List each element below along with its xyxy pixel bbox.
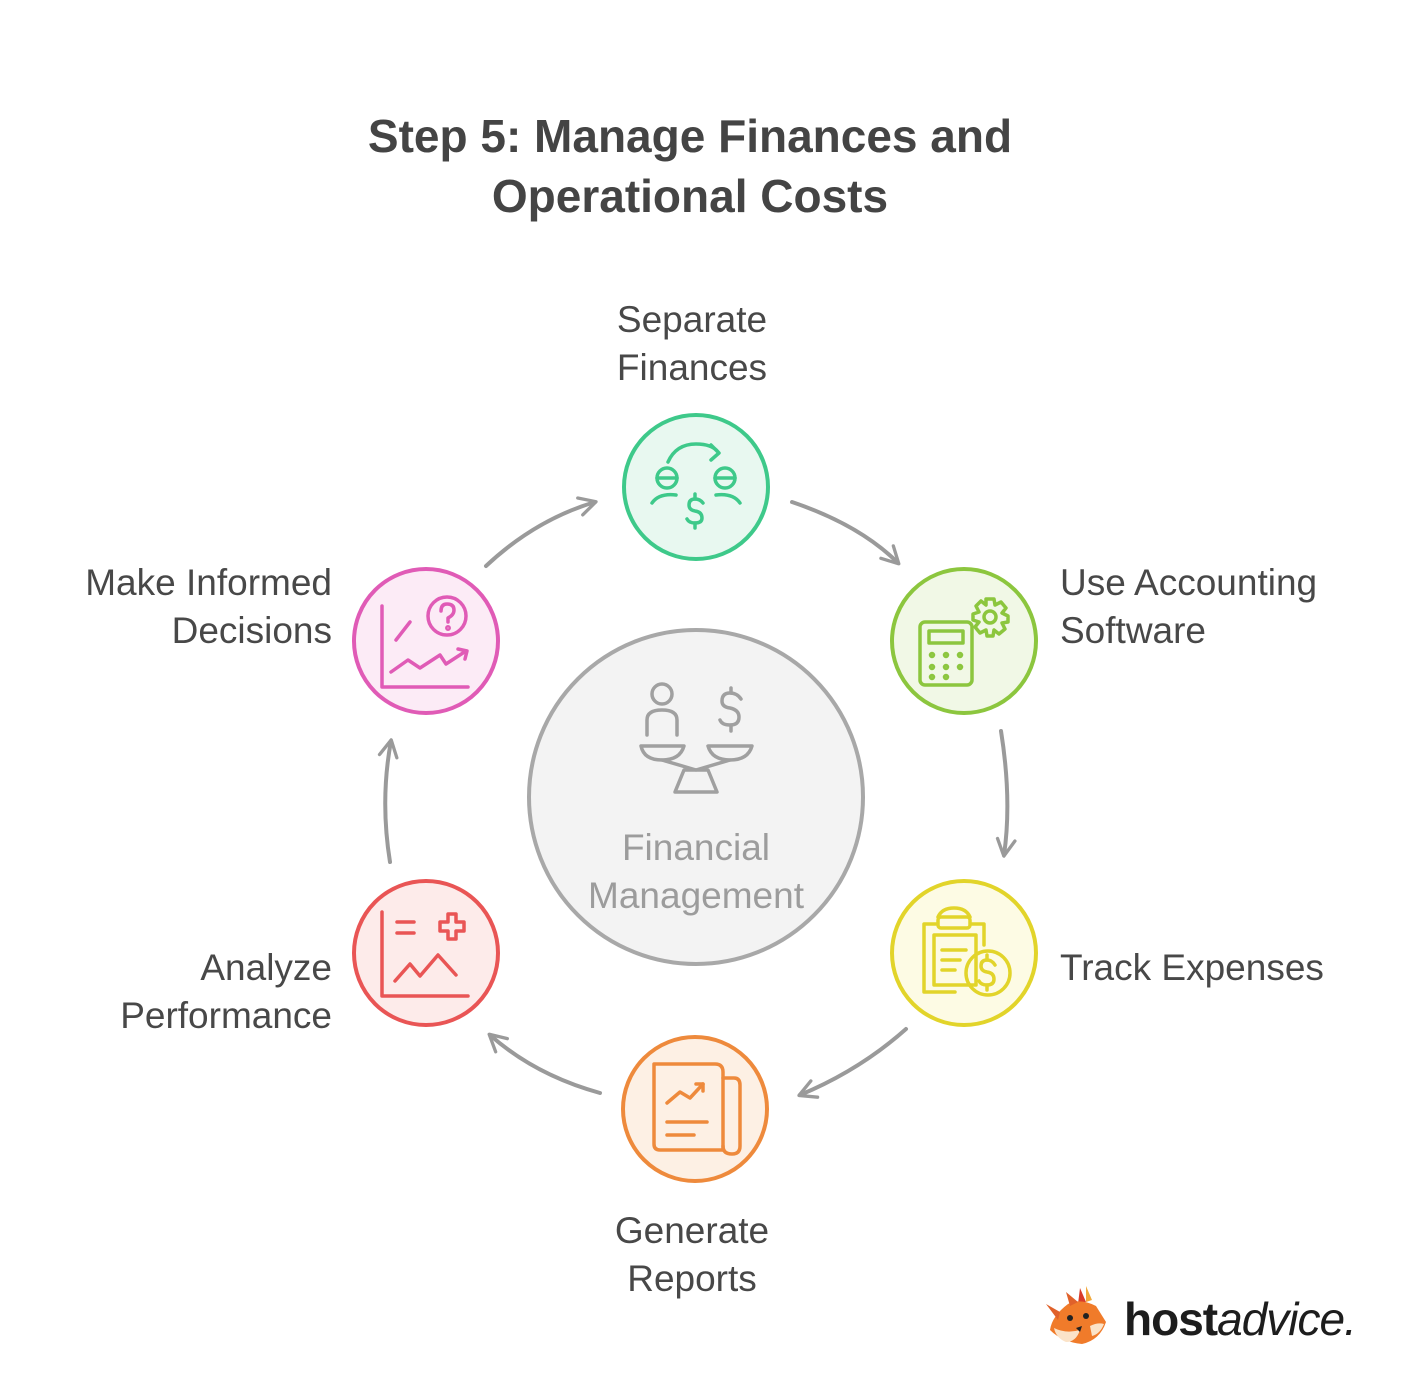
- arrow-performance-to-decisions: [377, 738, 399, 864]
- title-line-2: Operational Costs: [491, 170, 889, 222]
- chart-question-icon: [380, 595, 470, 689]
- label-accounting-line-2: Software: [1060, 610, 1207, 651]
- center-label-line-2: Management: [588, 875, 804, 916]
- people-money-transfer-icon: [650, 442, 742, 530]
- label-decisions-line-1: Make Informed: [85, 562, 332, 603]
- label-performance-line-1: Analyze: [200, 947, 332, 988]
- diagram-title: Step 5: Manage Finances and Operational …: [0, 106, 1380, 226]
- label-separate-line-1: Separate: [616, 299, 768, 340]
- arrow-accounting-to-expenses: [995, 729, 1017, 858]
- step-decisions-node: [352, 567, 500, 715]
- center-circle: [527, 628, 865, 966]
- title-line-1: Step 5: Manage Finances and: [367, 110, 1013, 162]
- arrow-decisions-to-separate: [484, 496, 598, 568]
- arrow-separate-to-accounting: [790, 500, 901, 566]
- label-use-accounting-software: Use Accounting Software: [1060, 559, 1400, 655]
- report-document-icon: [652, 1062, 742, 1156]
- label-performance-line-2: Performance: [120, 995, 332, 1036]
- step-accounting-node: [890, 567, 1038, 715]
- label-separate-line-2: Finances: [616, 347, 768, 388]
- label-accounting-line-1: Use Accounting: [1060, 562, 1318, 603]
- center-label: Financial Management: [528, 824, 864, 920]
- step-expenses-node: [890, 879, 1038, 1027]
- step-separate-node: [622, 413, 770, 561]
- calculator-gear-icon: [918, 597, 1010, 687]
- label-expenses-line-1: Track Expenses: [1060, 947, 1324, 988]
- label-make-informed-decisions: Make Informed Decisions: [20, 559, 332, 655]
- label-analyze-performance: Analyze Performance: [20, 944, 332, 1040]
- clipboard-dollar-icon: [922, 906, 1012, 997]
- label-separate-finances: Separate Finances: [540, 296, 844, 392]
- brand-wordmark-light: advice.: [1217, 1293, 1357, 1345]
- step-performance-node: [352, 879, 500, 1027]
- arrow-reports-to-performance: [487, 1032, 602, 1095]
- brand-wordmark: hostadvice.: [1124, 1292, 1357, 1346]
- hostadvice-logo: hostadvice.: [1040, 1282, 1380, 1352]
- chart-plus-icon: [380, 910, 470, 998]
- brand-wordmark-bold: host: [1124, 1293, 1218, 1345]
- label-reports-line-1: Generate: [614, 1210, 770, 1251]
- fox-mascot-icon: [1046, 1286, 1106, 1344]
- center-label-line-1: Financial: [621, 827, 771, 868]
- label-track-expenses: Track Expenses: [1060, 944, 1400, 992]
- arrow-expenses-to-reports: [797, 1027, 908, 1099]
- label-reports-line-2: Reports: [627, 1258, 757, 1299]
- person-money-balance-icon: [639, 682, 754, 794]
- arrows: [377, 496, 1017, 1099]
- label-generate-reports: Generate Reports: [540, 1207, 844, 1303]
- label-decisions-line-2: Decisions: [171, 610, 332, 651]
- step-reports-node: [621, 1035, 769, 1183]
- center-node: [527, 628, 865, 966]
